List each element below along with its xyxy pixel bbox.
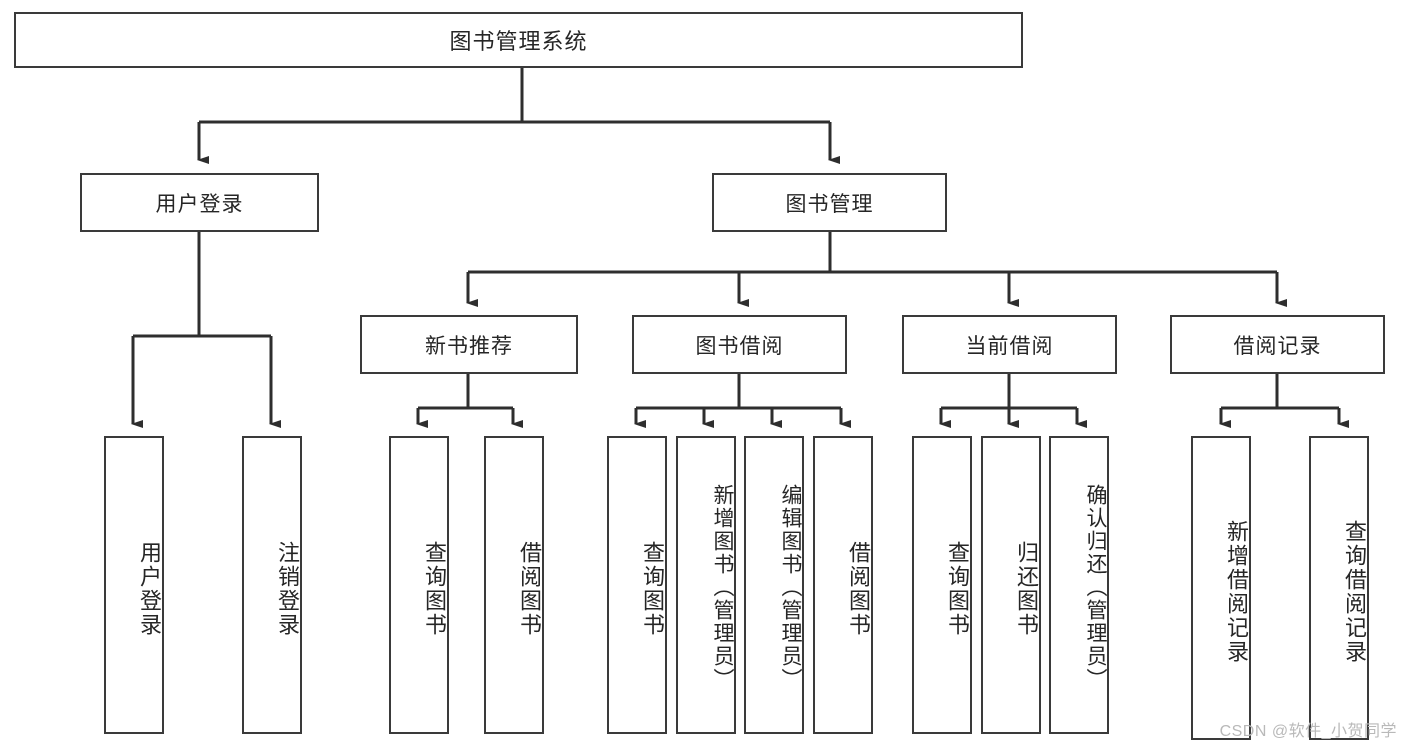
- leaf-logout[interactable]: 注销登录: [242, 436, 302, 734]
- leaf-query-borrowing-record[interactable]: 查询借阅记录: [1309, 436, 1369, 740]
- node-borrowing-records[interactable]: 借阅记录: [1170, 315, 1385, 374]
- node-current-borrowing[interactable]: 当前借阅: [902, 315, 1117, 374]
- leaf-borrow-books-borrowing[interactable]: 借阅图书: [813, 436, 873, 734]
- leaf-query-books-borrowing[interactable]: 查询图书: [607, 436, 667, 734]
- node-user-login[interactable]: 用户登录: [80, 173, 319, 232]
- leaf-query-books-current[interactable]: 查询图书: [912, 436, 972, 734]
- leaf-query-books-recommendation[interactable]: 查询图书: [389, 436, 449, 734]
- leaf-return-books[interactable]: 归还图书: [981, 436, 1041, 734]
- node-root-book-management-system[interactable]: 图书管理系统: [14, 12, 1023, 68]
- node-book-borrowing[interactable]: 图书借阅: [632, 315, 847, 374]
- leaf-borrow-books-recommendation[interactable]: 借阅图书: [484, 436, 544, 734]
- leaf-add-borrowing-record[interactable]: 新增借阅记录: [1191, 436, 1251, 740]
- node-new-book-recommendation[interactable]: 新书推荐: [360, 315, 578, 374]
- leaf-confirm-return-admin[interactable]: 确认归还（管理员）: [1049, 436, 1109, 734]
- node-book-management[interactable]: 图书管理: [712, 173, 947, 232]
- csdn-watermark: CSDN @软件_小贺同学: [1219, 723, 1397, 740]
- leaf-edit-book-admin[interactable]: 编辑图书（管理员）: [744, 436, 804, 734]
- leaf-add-book-admin[interactable]: 新增图书（管理员）: [676, 436, 736, 734]
- leaf-user-login[interactable]: 用户登录: [104, 436, 164, 734]
